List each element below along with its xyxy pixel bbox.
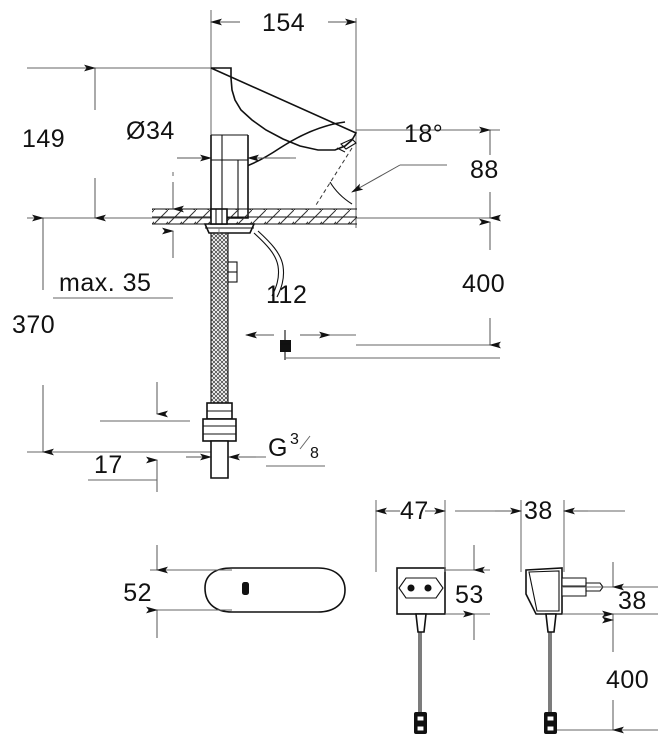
dimension-38-right-label: 38: [618, 587, 647, 615]
dimension-112-label: 112: [266, 281, 307, 309]
dimension-diameter-34-label: Ø34: [126, 117, 175, 145]
thread-numerator-label: 3: [290, 431, 299, 448]
dimension-154-label: 154: [262, 9, 305, 37]
dimension-88: 88: [470, 126, 501, 222]
dimension-53-label: 53: [455, 581, 484, 609]
dimension-370-label: 370: [12, 311, 55, 339]
dimension-400-bottom: 400: [557, 616, 658, 734]
power-adapter-front-view: [396, 567, 446, 734]
thread-callout-g38: G 3 8: [186, 431, 325, 467]
extension-lines-elevation: [27, 10, 500, 453]
dimension-400-right-label: 400: [462, 270, 505, 298]
mounting-hardware: [203, 208, 256, 234]
dimension-18-degrees-label: 18°: [404, 120, 443, 148]
dimension-17: 17: [88, 382, 190, 492]
thread-denominator-label: 8: [310, 445, 319, 462]
dimension-149: 149: [22, 64, 106, 222]
dimension-53: 53: [445, 545, 490, 640]
faucet-column: [210, 134, 249, 219]
dimension-88-label: 88: [470, 156, 499, 184]
dimension-400-bottom-label: 400: [606, 666, 649, 694]
plug-face-icon: [398, 577, 444, 599]
cable-connector-elevation: [280, 330, 500, 360]
sensor-window: [242, 582, 249, 595]
dimension-52: 52: [123, 545, 232, 638]
dimension-52-label: 52: [123, 579, 152, 607]
dimension-max-35-label: max. 35: [59, 269, 151, 297]
outlet-angle-reference: [315, 147, 353, 206]
sensor-cable-elevation: [253, 230, 285, 298]
dimension-38-top: 38: [455, 497, 625, 572]
thread-letter-label: G: [268, 434, 288, 462]
handle-top-view: [204, 567, 346, 613]
dimension-149-label: 149: [22, 125, 65, 153]
power-adapter-side-view: [525, 567, 658, 734]
dimension-17-label: 17: [94, 451, 123, 479]
dimension-max-35: max. 35: [53, 172, 184, 299]
flexible-hose: [210, 228, 238, 478]
dimension-18-degrees: 18°: [351, 120, 447, 193]
dimension-47-label: 47: [400, 497, 429, 525]
dimension-diameter-34: Ø34: [126, 117, 296, 162]
dimension-370: 370: [12, 214, 55, 456]
dimension-112: 112: [245, 281, 356, 339]
counter-deck-hatched: [152, 208, 357, 225]
dimension-400-right: 400: [462, 218, 505, 349]
dimension-38-right: 38: [562, 562, 658, 638]
dimension-38-top-label: 38: [524, 497, 553, 525]
dimension-154: 154: [210, 9, 357, 37]
dimension-47: 47: [375, 497, 446, 572]
thread-coupling-nut: [202, 402, 237, 479]
